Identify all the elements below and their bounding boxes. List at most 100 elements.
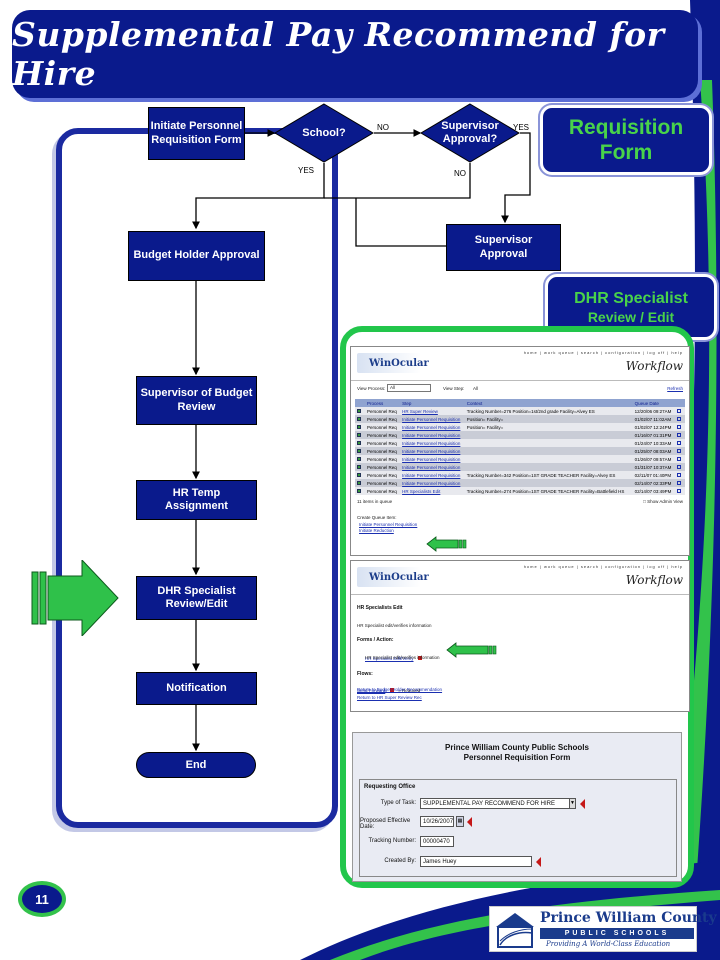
step-link[interactable]: Initiate Personnel Requisition: [402, 432, 461, 438]
step-link[interactable]: Initiate Personnel Requisition: [402, 448, 461, 454]
detail-icon[interactable]: [677, 472, 681, 477]
detail-icon[interactable]: [677, 464, 681, 469]
detail-icon[interactable]: [677, 456, 681, 461]
step-link[interactable]: HR Super Review: [402, 408, 438, 414]
show-admin-toggle[interactable]: □ Show Admin View: [643, 499, 683, 504]
required-marker-icon: [417, 656, 422, 660]
cell-text: 01/02/07 11:02AM: [634, 416, 672, 422]
items-count: 11 items in queue: [357, 499, 393, 504]
cell-text: Tracking Number=276 Position=1st/2nd gra…: [466, 408, 595, 414]
create-reduction-link[interactable]: Initiate Reduction: [359, 528, 394, 533]
type-of-task-select[interactable]: SUPPLEMENTAL PAY RECOMMEND FOR HIRE: [420, 798, 576, 809]
return-budget-link[interactable]: Return to Budget Holder Recommendation: [357, 687, 443, 692]
required-marker-icon: [467, 817, 472, 827]
school-decision: School?: [274, 103, 374, 163]
chevron-down-icon[interactable]: ▼: [569, 799, 575, 808]
supervisor-approval-box: Supervisor Approval: [446, 224, 561, 271]
edit-title: HR Specialists Edit: [357, 605, 403, 611]
step-link[interactable]: Initiate Personnel Requisition: [402, 480, 461, 486]
step-link[interactable]: Initiate Personnel Requisition: [402, 440, 461, 446]
tracking-number-field[interactable]: 00000470: [420, 836, 454, 847]
return-super-link[interactable]: Return to HR Super Review Rec: [357, 695, 422, 700]
create-initiate-link[interactable]: Initiate Personnel Requisition: [359, 522, 418, 527]
cell-text: Tracking Number=342 Position=1ST GRADE T…: [466, 472, 616, 478]
supervisor-decision: Supervisor Approval?: [420, 103, 520, 163]
budget-holder-box: Budget Holder Approval: [128, 231, 265, 281]
row-checkbox-icon[interactable]: [357, 464, 361, 469]
step-link[interactable]: Initiate Personnel Requisition: [402, 416, 461, 422]
hr-edit-verify-link[interactable]: HR Specialist Edit/Verify: [365, 656, 414, 661]
effective-date-field[interactable]: 10/26/2007: [420, 816, 454, 827]
initiate-requisition-box: Initiate Personnel Requisition Form: [148, 107, 245, 160]
cell-text: 02/11/07 01:40PM: [634, 472, 672, 478]
row-checkbox-icon[interactable]: [357, 448, 361, 453]
required-marker-icon: [580, 799, 585, 809]
detail-icon[interactable]: [677, 432, 681, 437]
end-terminator: End: [136, 752, 256, 778]
refresh-link[interactable]: Refresh: [667, 386, 683, 391]
small-green-arrow-icon: [426, 536, 467, 552]
workflow-brand: Workflow: [625, 359, 683, 373]
detail-icon[interactable]: [677, 448, 681, 453]
small-green-arrow-icon: [446, 642, 497, 658]
winocular-logo: WinOcular: [357, 353, 429, 373]
workflow-brand: Workflow: [625, 573, 683, 587]
step-link[interactable]: Initiate Personnel Requisition: [402, 464, 461, 470]
cell-text: Position= Facility=: [466, 416, 504, 422]
top-nav[interactable]: home | work queue | search | configurati…: [523, 564, 683, 569]
dhr-specialist-box: DHR Specialist Review/Edit: [136, 576, 257, 620]
requisition-form-callout: Requisition Form: [540, 105, 712, 175]
created-by-field[interactable]: James Huey: [420, 856, 532, 867]
row-checkbox-icon[interactable]: [357, 432, 361, 437]
school-no-label: NO: [377, 123, 389, 132]
detail-icon[interactable]: [677, 424, 681, 429]
calendar-icon[interactable]: ▦: [456, 816, 464, 827]
row-checkbox-icon[interactable]: [357, 456, 361, 461]
schoolhouse-logo-icon: [496, 913, 534, 948]
logo-name: Prince William County: [540, 910, 717, 926]
view-process-select[interactable]: All: [387, 384, 431, 392]
required-marker-icon: [536, 857, 541, 867]
detail-icon[interactable]: [677, 440, 681, 445]
cell-text: Personnel Req: [367, 408, 397, 414]
step-link[interactable]: Initiate Personnel Requisition: [402, 424, 461, 430]
detail-icon[interactable]: [677, 416, 681, 421]
big-green-arrow-icon: [31, 560, 119, 636]
hr-temp-box: HR Temp Assignment: [136, 480, 257, 520]
form-org: Prince William County Public Schools: [445, 743, 589, 752]
row-checkbox-icon[interactable]: [357, 488, 361, 493]
filter-bar: View Process: All View Step: All Refresh: [357, 384, 683, 392]
row-checkbox-icon[interactable]: [357, 480, 361, 485]
cell-text: Position= Facility=: [466, 424, 504, 430]
cell-text: 01/16/07 01:31PM: [634, 432, 672, 438]
detail-icon[interactable]: [677, 488, 681, 493]
cell-text: 01/31/07 10:37AM: [634, 464, 672, 470]
cell-text: 01/24/07 10:33AM: [634, 440, 672, 446]
row-checkbox-icon[interactable]: [357, 408, 361, 413]
step-link[interactable]: Initiate Personnel Requisition: [402, 472, 461, 478]
send-forward-link[interactable]: Send Forward: [357, 688, 386, 693]
detail-icon[interactable]: [677, 408, 681, 413]
notification-box: Notification: [136, 672, 257, 705]
title-banner: Supplemental Pay Recommend for Hire: [12, 10, 698, 98]
row-checkbox-icon[interactable]: [357, 424, 361, 429]
row-checkbox-icon[interactable]: [357, 416, 361, 421]
row-checkbox-icon[interactable]: [357, 440, 361, 445]
top-nav[interactable]: home | work queue | search | configurati…: [523, 350, 683, 355]
row-checkbox-icon[interactable]: [357, 472, 361, 477]
detail-icon[interactable]: [677, 480, 681, 485]
step-link[interactable]: HR Specialists Edit: [402, 488, 441, 494]
supervisor-yes-label: YES: [513, 123, 530, 132]
step-link[interactable]: Initiate Personnel Requisition: [402, 456, 461, 462]
table-row[interactable]: Personnel Req HR Super Review Tracking Num…: [355, 407, 685, 415]
